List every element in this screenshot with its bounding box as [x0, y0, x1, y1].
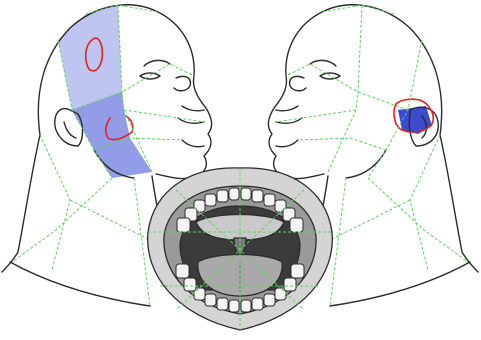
left-forehead-region	[58, 5, 122, 110]
